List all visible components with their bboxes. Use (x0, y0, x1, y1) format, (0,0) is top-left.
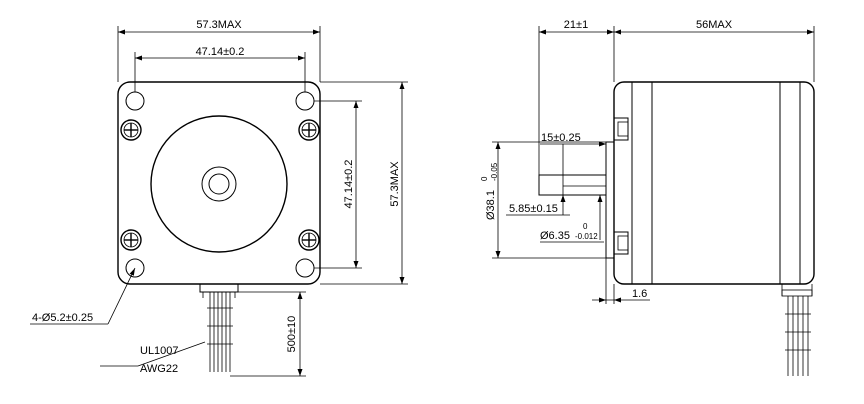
side-body-outline (613, 81, 815, 285)
side-pilot-boss (605, 141, 615, 259)
dim-shaft-diameter: Ø6.35 (540, 230, 570, 242)
mounting-hole-top-left (125, 91, 145, 111)
lead-wires (207, 292, 233, 372)
label-wire-type-awg: AWG22 (140, 363, 178, 375)
dim-shaft-tol-upper: 0 (583, 222, 588, 231)
mounting-hole-top-right (295, 91, 315, 111)
wire-exit-boss (199, 283, 239, 293)
side-screw-top (613, 117, 629, 141)
side-shaft (538, 174, 607, 196)
label-wire-type-ul: UL1007 (140, 345, 179, 357)
dim-front-height: 57.3MAX (389, 161, 401, 207)
dim-body-length: 56MAX (696, 19, 733, 31)
dim-front-hole-spacing-horizontal: 47.14±0.2 (196, 46, 245, 58)
dim-pilot-tol-upper: 0 (480, 176, 489, 181)
mounting-hole-bottom-left (125, 258, 145, 278)
dim-shaft-tol-lower: -0.012 (575, 232, 598, 241)
shaft-inner (208, 173, 230, 195)
side-lead-wires (781, 284, 813, 376)
dim-pilot-tol-lower: -0.05 (490, 162, 499, 181)
dim-shaft-length: 21±1 (564, 19, 588, 31)
front-body-outline (117, 81, 321, 285)
dim-front-width: 57.3MAX (196, 19, 242, 31)
dim-pilot-diameter: Ø38.1 (485, 190, 497, 220)
screw-icon (120, 229, 142, 251)
dim-lead-length: 500±10 (286, 316, 298, 353)
screw-icon (120, 119, 142, 141)
front-view: 57.3MAX 47.14±0.2 47.14±0.2 57.3MAX 4-Ø5… (30, 19, 408, 377)
mounting-hole-bottom-right (295, 258, 315, 278)
shaft-outer (201, 166, 237, 202)
dim-front-hole-spacing-vertical: 47.14±0.2 (343, 160, 355, 209)
label-mounting-holes: 4-Ø5.2±0.25 (32, 312, 93, 324)
screw-icon (298, 229, 320, 251)
pilot-boss (150, 115, 288, 253)
dim-pilot-thickness: 1.6 (632, 288, 647, 300)
side-view: 21±1 56MAX 15±0.25 Ø38.1 0 -0.05 5.85±0.… (480, 19, 815, 376)
dim-flat-length: 15±0.25 (541, 132, 581, 144)
screw-icon (298, 119, 320, 141)
dim-flat-depth: 5.85±0.15 (509, 203, 558, 215)
side-screw-bottom (613, 231, 629, 255)
